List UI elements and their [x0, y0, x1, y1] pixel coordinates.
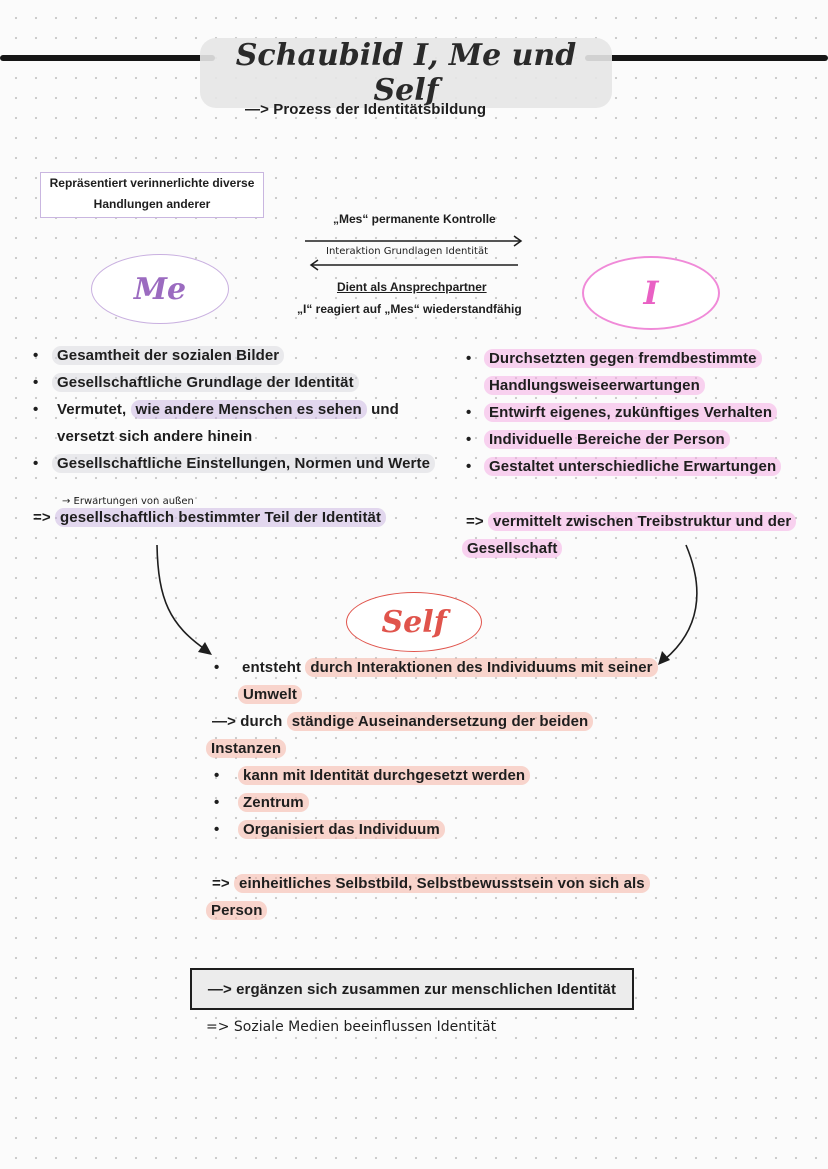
i-conclusion-cont: Gesellschaft — [462, 539, 563, 558]
self-arrow-cont: Instanzen — [206, 739, 287, 758]
i-to-self-arrowhead — [658, 651, 670, 665]
i-bullet-4-text: Gestaltet unterschiedliche Erwartungen — [484, 457, 782, 476]
self-label: Self — [381, 604, 447, 640]
self-bullet-dot-3: • — [214, 794, 220, 811]
title-rule-left — [0, 55, 215, 61]
page-title: Schaubild I, Me und Self — [200, 38, 612, 108]
me-conclusion: => gesellschaftlich bestimmter Teil der … — [33, 508, 387, 527]
title-rule-right — [585, 55, 828, 61]
i-bullet-3: Individuelle Bereiche der Person — [484, 430, 730, 449]
self-conclusion-cont-text: Person — [206, 901, 268, 920]
self-arrow-line: —> durch ständige Auseinandersetzung der… — [212, 712, 594, 731]
me-to-self-arrow — [156, 544, 207, 651]
i-bullet-dot-3: • — [466, 431, 472, 448]
me-bullet-dot-4: • — [33, 455, 39, 472]
self-arrow-cont-text: Instanzen — [206, 739, 287, 758]
me-bullet-1-text: Gesamtheit der sozialen Bilder — [52, 346, 285, 365]
i-bullet-1-text: Durchsetzten gegen fremdbestimmte — [484, 349, 762, 368]
me-bullet-4-text: Gesellschaftliche Einstellungen, Normen … — [52, 454, 436, 473]
me-bullet-3: Vermutet, wie andere Menschen es sehen u… — [57, 400, 399, 419]
me-bullet-2: Gesellschaftliche Grundlage der Identitä… — [52, 373, 359, 392]
me-bullet-dot-1: • — [33, 347, 39, 364]
self-arrow-text: ständige Auseinandersetzung der beiden — [286, 712, 594, 731]
i-bullet-dot-1: • — [466, 350, 472, 367]
me-description-box: Repräsentiert verinnerlichte diverse Han… — [40, 172, 264, 218]
self-bullet-2: kann mit Identität durchgesetzt werden — [238, 766, 531, 785]
self-conclusion-cont: Person — [206, 901, 268, 920]
subtitle: —> Prozess der Identitätsbildung — [245, 101, 487, 118]
self-bullet-4-text: Organisiert das Individuum — [238, 820, 445, 839]
i-bullet-dot-4: • — [466, 458, 472, 475]
interaction-text: Interaktion Grundlagen Identität — [326, 246, 488, 257]
summary-text: —> ergänzen sich zusammen zur menschlich… — [207, 980, 617, 998]
i-oval: I — [582, 256, 720, 330]
i-bullet-dot-2: • — [466, 404, 472, 421]
self-bullet-1-cont-text: Umwelt — [238, 685, 302, 704]
ansprechpartner-text: Dient als Ansprechpartner — [337, 280, 487, 294]
self-bullet-dot-4: • — [214, 821, 220, 838]
self-bullet-3: Zentrum — [238, 793, 309, 812]
me-bullet-3a: Vermutet, — [57, 401, 127, 418]
i-reacts-text: „I“ reagiert auf „Mes“ wiederstandfähig — [297, 302, 522, 316]
self-conclusion: => einheitliches Selbstbild, Selbstbewus… — [212, 874, 650, 893]
me-bullet-dot-2: • — [33, 374, 39, 391]
mes-control-text: „Mes“ permanente Kontrolle — [333, 212, 496, 226]
self-arrow-pre: —> durch — [212, 713, 283, 730]
i-bullet-3-text: Individuelle Bereiche der Person — [484, 430, 730, 449]
me-label: Me — [133, 271, 187, 307]
me-bullet-3-cont: versetzt sich andere hinein — [57, 428, 253, 445]
i-bullet-1-cont: Handlungsweiseerwartungen — [484, 376, 705, 395]
me-bullet-3b: wie andere Menschen es sehen — [130, 400, 367, 419]
me-conclusion-text: gesellschaftlich bestimmter Teil der Ide… — [55, 508, 387, 527]
me-bullet-dot-3: • — [33, 401, 39, 418]
summary-box: —> ergänzen sich zusammen zur menschlich… — [190, 968, 634, 1010]
self-oval: Self — [346, 592, 482, 652]
me-bullet-1: Gesamtheit der sozialen Bilder — [52, 346, 285, 365]
i-conclusion-text: vermittelt zwischen Treibstruktur und de… — [488, 512, 797, 531]
me-conclusion-arrow: => — [33, 509, 51, 526]
self-bullet-1-cont: Umwelt — [238, 685, 302, 704]
self-bullet-4: Organisiert das Individuum — [238, 820, 445, 839]
self-bullet-1-pre: entsteht — [242, 659, 302, 676]
self-bullet-dot-1: • — [214, 659, 220, 676]
i-to-self-arrow — [663, 544, 698, 661]
i-conclusion-arrow: => — [466, 513, 484, 530]
interaction-arrows — [305, 235, 523, 271]
self-bullet-1-text: durch Interaktionen des Individuums mit … — [305, 658, 658, 677]
self-conclusion-text: einheitliches Selbstbild, Selbstbewussts… — [234, 874, 650, 893]
arrow-left-head — [309, 259, 319, 271]
arrow-right-head — [513, 235, 523, 247]
self-conclusion-arrow: => — [212, 875, 230, 892]
self-bullet-2-text: kann mit Identität durchgesetzt werden — [238, 766, 531, 785]
i-conclusion-cont-text: Gesellschaft — [462, 539, 563, 558]
curved-arrows — [156, 544, 698, 665]
me-to-self-arrowhead — [198, 642, 212, 655]
self-bullet-3-text: Zentrum — [238, 793, 309, 812]
me-oval: Me — [91, 254, 229, 324]
me-bullet-3c: und — [371, 401, 399, 418]
i-bullet-4: Gestaltet unterschiedliche Erwartungen — [484, 457, 782, 476]
i-label: I — [643, 274, 659, 312]
me-description-text: Repräsentiert verinnerlichte diverse Han… — [49, 176, 255, 211]
self-bullet-dot-2: • — [214, 767, 220, 784]
i-bullet-2: Entwirft eigenes, zukünftiges Verhalten — [484, 403, 778, 422]
i-conclusion: => vermittelt zwischen Treibstruktur und… — [466, 512, 797, 531]
i-bullet-2-text: Entwirft eigenes, zukünftiges Verhalten — [484, 403, 778, 422]
me-bullet-2-text: Gesellschaftliche Grundlage der Identitä… — [52, 373, 359, 392]
footnote: => Soziale Medien beeinflussen Identität — [206, 1019, 497, 1035]
i-bullet-1-cont-text: Handlungsweiseerwartungen — [484, 376, 705, 395]
me-expectations-note: → Erwartungen von außen — [62, 496, 194, 507]
i-bullet-1: Durchsetzten gegen fremdbestimmte — [484, 349, 762, 368]
me-bullet-4: Gesellschaftliche Einstellungen, Normen … — [52, 454, 436, 473]
self-bullet-1: entsteht durch Interaktionen des Individ… — [242, 658, 658, 677]
